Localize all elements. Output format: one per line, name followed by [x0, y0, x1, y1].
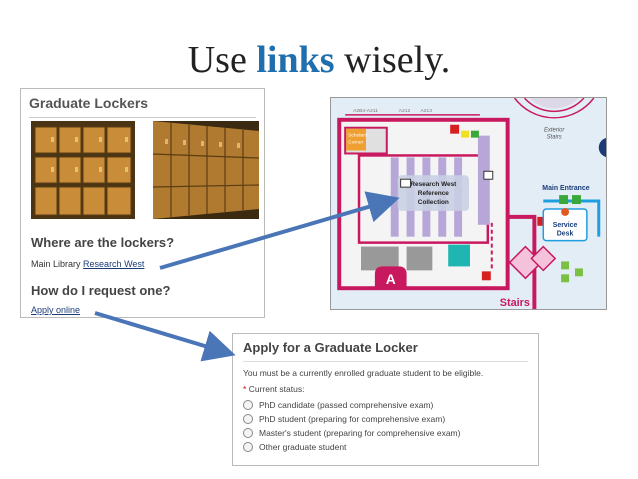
title-prefix: Use: [187, 39, 247, 81]
exit-icon: [450, 124, 460, 134]
status-option-phd-student[interactable]: PhD student (preparing for comprehensive…: [243, 412, 528, 426]
form-divider: [243, 361, 528, 362]
apply-line: Apply online: [31, 305, 80, 315]
slide-title: Use links wisely.: [0, 38, 638, 82]
room-label-a213: A213: [420, 108, 432, 114]
request-heading: How do I request one?: [31, 283, 171, 298]
radio-button[interactable]: [243, 442, 253, 452]
stairs-icon: [508, 245, 557, 280]
main-entrance-label: Main Entrance: [542, 185, 589, 192]
exterior-line2: Stairs: [547, 135, 562, 141]
locker-photo-right: [153, 121, 259, 219]
service-line1: Service: [553, 222, 578, 229]
form-heading: Apply for a Graduate Locker: [243, 340, 418, 355]
status-option-masters-student[interactable]: Master's student (preparing for comprehe…: [243, 426, 528, 440]
where-heading: Where are the lockers?: [31, 235, 175, 250]
location-line: Main Library Research West: [31, 259, 144, 269]
status-option-phd-candidate[interactable]: PhD candidate (passed comprehensive exam…: [243, 398, 528, 412]
status-label: * Current status:: [243, 384, 528, 394]
computer-icon: [483, 170, 494, 180]
status-label-text: Current status:: [248, 384, 305, 394]
radio-button[interactable]: [243, 414, 253, 424]
radio-button[interactable]: [243, 428, 253, 438]
application-form: Apply for a Graduate Locker You must be …: [232, 333, 539, 466]
library-map: A2B4-A211 A212 A213 Scholars' Corner Res…: [330, 97, 607, 310]
room-label-a212: A212: [399, 108, 411, 114]
computer-icon: [400, 178, 412, 188]
collection-line3: Collection: [418, 199, 449, 206]
title-suffix: wisely.: [344, 39, 451, 81]
graduate-lockers-page: Graduate Lockers: [20, 88, 265, 318]
exterior-line1: Exterior: [544, 128, 565, 134]
arrow-to-form: [94, 311, 236, 362]
locker-photo-left: [31, 121, 135, 219]
eligibility-text: You must be a currently enrolled graduat…: [243, 368, 484, 378]
scholars-corner-line1: Scholars': [348, 133, 368, 139]
room-label-a2b4: A2B4-A211: [353, 108, 378, 114]
status-option-other[interactable]: Other graduate student: [243, 440, 528, 454]
scholars-corner-line2: Corner: [348, 140, 363, 146]
apply-online-link[interactable]: Apply online: [31, 305, 81, 315]
teal-room: [448, 244, 470, 267]
option-label: PhD candidate (passed comprehensive exam…: [259, 400, 434, 410]
title-highlight: links: [256, 39, 335, 81]
exit-icon: [481, 271, 491, 281]
service-line2: Desk: [557, 231, 574, 238]
lockers-heading: Graduate Lockers: [29, 95, 149, 111]
option-label: PhD student (preparing for comprehensive…: [259, 414, 446, 424]
collection-line1: Research West: [410, 181, 457, 188]
research-west-link[interactable]: Research West: [83, 259, 145, 269]
radio-button[interactable]: [243, 400, 253, 410]
section-letter: A: [386, 271, 396, 287]
required-mark: *: [243, 384, 247, 394]
stairs-label: Stairs: [500, 297, 530, 309]
option-label: Other graduate student: [259, 442, 347, 452]
exit-icon: [537, 216, 547, 226]
location-prefix: Main Library: [31, 259, 81, 269]
collection-line2: Reference: [418, 190, 449, 197]
option-label: Master's student (preparing for comprehe…: [259, 428, 461, 438]
heading-divider: [29, 117, 256, 118]
